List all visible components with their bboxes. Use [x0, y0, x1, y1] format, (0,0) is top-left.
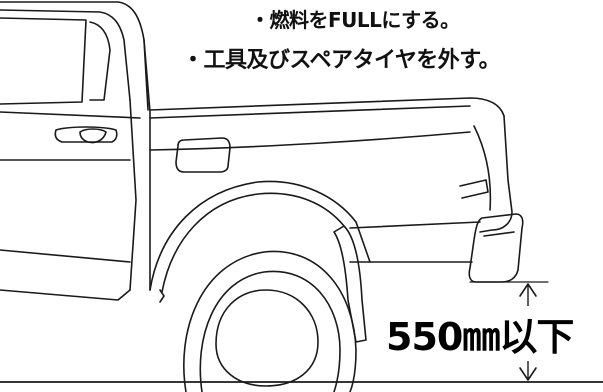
cab-outline — [0, 1, 151, 301]
instruction-fuel-full: ・燃料をFULLにする。 — [250, 8, 460, 32]
fuel-door-icon — [175, 137, 231, 173]
cab-rear-window — [0, 17, 87, 105]
door-handle-icon — [54, 126, 118, 144]
arrow-down-icon — [519, 367, 537, 381]
rear-bumper — [468, 213, 524, 283]
mud-flap — [333, 225, 367, 343]
arrow-up-icon — [519, 283, 537, 297]
wheel-arch — [149, 180, 371, 293]
cargo-bed — [149, 97, 513, 263]
instruction-remove-tools: ・工具及びスペアタイヤを外す。 — [182, 48, 501, 73]
rear-tire — [159, 250, 357, 392]
height-limit-label: 550㎜以下 — [384, 306, 576, 361]
